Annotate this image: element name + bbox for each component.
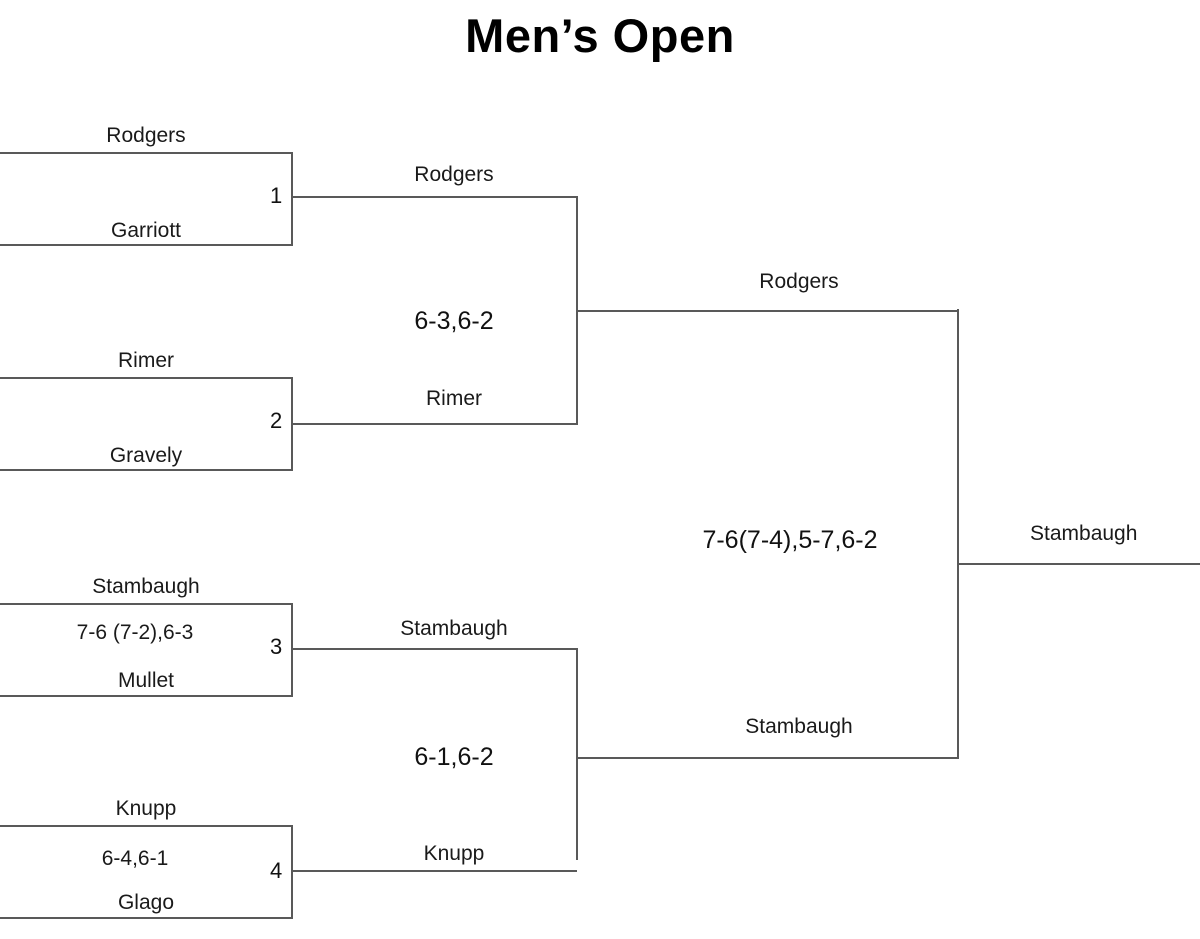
round1-match-1-box-right	[291, 152, 293, 246]
round2-match-1-connector	[576, 310, 959, 312]
round1-match-1-bottom-player: Garriott	[110, 219, 181, 242]
champion-name: Stambaugh	[1030, 522, 1138, 545]
round1-match-4-connector	[291, 870, 577, 872]
round2-match-2-score: 6-1,6-2	[414, 743, 494, 771]
round1-match-4-score: 6-4,6-1	[101, 847, 169, 870]
round1-match-3-top-player: Stambaugh	[92, 575, 200, 598]
round2-match-2-bracket-spine	[576, 648, 578, 860]
round1-match-2-seed: 2	[270, 408, 283, 433]
round1-match-1-box-top	[0, 152, 292, 154]
round1-match-3-box-top	[0, 603, 292, 605]
round1-match-1-connector	[291, 196, 577, 198]
round1-match-3-box-bottom	[0, 695, 292, 697]
semifinal-match-1-top-player: Rodgers	[759, 270, 839, 293]
round1-match-3-bottom-player: Mullet	[117, 669, 175, 692]
round2-match-2-connector	[576, 757, 959, 759]
round1-match-4-box-top	[0, 825, 292, 827]
round1-match-4-bottom-player: Glago	[117, 891, 175, 914]
round1-match-4-top-player: Knupp	[115, 797, 177, 820]
round1-match-2-top-player: Rimer	[118, 349, 174, 372]
round2-match-1-bottom-player: Rimer	[426, 387, 482, 410]
page-title: Men’s Open	[465, 9, 735, 62]
round1-match-1-box-bottom	[0, 244, 292, 246]
round1-match-3-seed: 3	[270, 634, 283, 659]
round1-match-1-top-player: Rodgers	[106, 124, 186, 147]
round1-match-2-bottom-player: Gravely	[109, 444, 183, 467]
round1-match-3-box-right	[291, 603, 293, 697]
round1-match-2-box-top	[0, 377, 292, 379]
round1-match-1-seed: 1	[270, 183, 283, 208]
semifinal-match-1-connector	[957, 563, 1200, 565]
round1-match-4-box-bottom	[0, 917, 292, 919]
round1-match-3-score: 7-6 (7-2),6-3	[76, 621, 194, 644]
round1-match-2-connector	[291, 423, 577, 425]
round1-match-4-box-right	[291, 825, 293, 919]
semifinal-match-1-score: 7-6(7-4),5-7,6-2	[702, 526, 878, 554]
round1-match-3-connector	[291, 648, 577, 650]
semifinal-match-1-bracket-spine	[957, 309, 959, 759]
semifinal-match-1-bottom-player: Stambaugh	[745, 715, 853, 738]
round2-match-1-score: 6-3,6-2	[414, 307, 494, 335]
round2-match-2-bottom-player: Knupp	[423, 842, 485, 865]
round2-match-1-top-player: Rodgers	[414, 163, 494, 186]
round2-match-2-top-player: Stambaugh	[400, 617, 508, 640]
round1-match-4-seed: 4	[270, 858, 283, 883]
round1-match-2-box-bottom	[0, 469, 292, 471]
